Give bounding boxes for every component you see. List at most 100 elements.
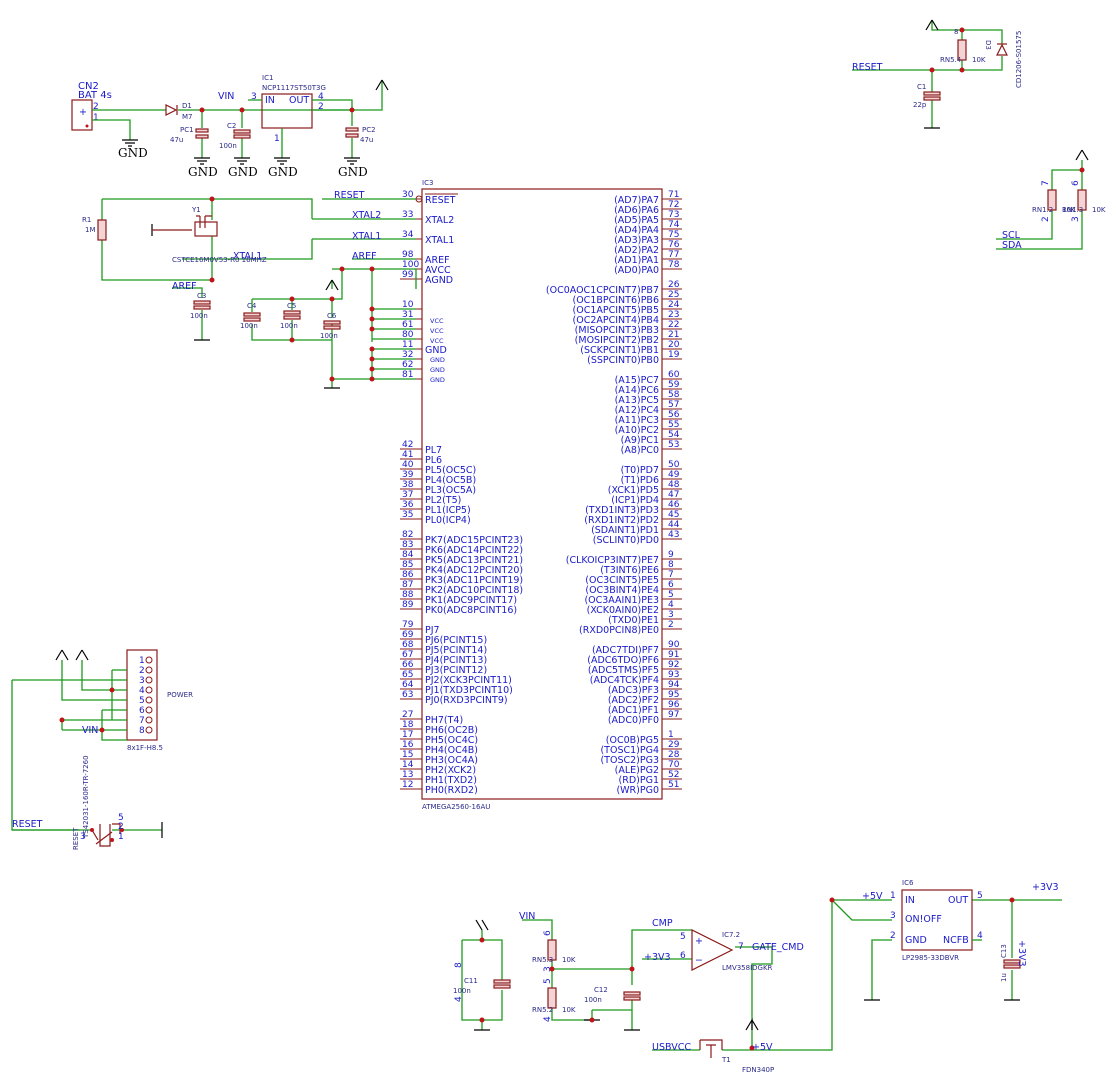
rn1-pin6: 6 (1071, 180, 1081, 186)
ic3-left-pin-name: PK6(ADC14PCINT22) (425, 545, 523, 556)
ic3-right-pin-name: (TOSC2)PG3 (600, 755, 659, 766)
c1-ref: C1 (917, 83, 926, 91)
ic3-left-pin-name: PH4(OC4B) (425, 745, 478, 756)
ic3-left-pin-number: 85 (402, 560, 413, 570)
rn5-4-ref: RN5.4 (940, 56, 962, 64)
rn5-4-pin8: 8 (954, 28, 958, 36)
c5-ref: C5 (287, 302, 296, 310)
ic3-left-pin-number: 81 (402, 370, 413, 380)
ic3-right-pin-number: 93 (668, 670, 679, 680)
ic3-right-pin-number: 51 (668, 780, 679, 790)
ic3-left-pin-name: PL6 (425, 455, 442, 466)
rn-pin5: 5 (543, 978, 553, 984)
rn5-2-resistor (547, 987, 557, 1009)
ic3-right-pin-name: (AD1)PA1 (614, 255, 659, 266)
ic3-right-pin-number: 72 (668, 200, 679, 210)
ic3-right-pin-name: (A9)PC1 (621, 435, 659, 446)
c6-ref: C6 (327, 312, 337, 320)
gnd-label-pc1: GND (188, 165, 218, 179)
ic3-left-pin-number: 13 (402, 770, 413, 780)
vin-label-cmp: VIN (519, 911, 535, 922)
ic3-left-pin-name: PH2(XCK2) (425, 765, 476, 776)
power-header (126, 649, 158, 741)
c6-value: 100n (320, 332, 338, 340)
ic3-left-pin-number: 100 (402, 260, 419, 270)
opamp-value: LMV358IDGKR (722, 964, 773, 972)
ic3-left-pin-name: PH0(RXD2) (425, 785, 478, 796)
ic3-right-pin-name: (ADC5TMS)PF5 (588, 665, 659, 676)
ic3-left-pin-name: PK7(ADC15PCINT23) (425, 535, 523, 546)
ic3-right-pin-name: (OC3BINT4)PE4 (585, 585, 659, 596)
ic3-right-pin-number: 5 (668, 590, 674, 600)
v5-label-t1: +5V (752, 1042, 773, 1053)
ic3-right-pin-name: (RXD1INT2)PD2 (584, 515, 659, 526)
rn1-pin7: 7 (1041, 180, 1051, 186)
ic1-regulator (261, 93, 313, 129)
header-pin-number: 6 (139, 706, 145, 716)
ic3-right-pin-number: 92 (668, 660, 679, 670)
ic3-left-pin-number: 79 (402, 620, 414, 630)
ic3-right-pin-number: 60 (668, 370, 680, 380)
rn5-4-resistor (957, 39, 967, 61)
r1-value: 1M (85, 226, 96, 234)
ic3-left-pin-number: 12 (402, 780, 413, 790)
ic3-left-pin-number: 33 (402, 210, 413, 220)
ic3-left-pin-name: AREF (425, 255, 450, 266)
ic3-value: ATMEGA2560-16AU (422, 803, 490, 811)
c11-ref: C11 (464, 977, 478, 985)
pc2-ref: PC2 (362, 126, 376, 134)
c12-ref: C12 (594, 986, 608, 994)
c13-ref: C13 (1000, 944, 1008, 958)
ic3-right-pin-number: 8 (668, 560, 674, 570)
ic3-right-pin-name: (OC3AAIN1)PE3 (584, 595, 659, 606)
switch-pin3: 3 (80, 832, 86, 842)
ic3-left-pin-number: 69 (402, 630, 414, 640)
ic6-ref: IC6 (902, 879, 914, 887)
ic3-left-pin-name: RESET (425, 195, 456, 206)
v33-label-ldo: +3V3 (1032, 882, 1059, 893)
pc1-value: 47u (170, 136, 183, 144)
ic3-left-pin-number: 61 (402, 320, 413, 330)
ic3-left-pin-number: 30 (402, 190, 414, 200)
ic3-left-pin-number: 31 (402, 310, 413, 320)
ic3-left-pin-number: 86 (402, 570, 414, 580)
switch-pin1: 1 (118, 832, 124, 842)
ic3-left-pin-name: PJ3(PCINT12) (425, 665, 487, 676)
gnd-small-2: GND (430, 366, 445, 374)
ic3-left-pin-number: 40 (402, 460, 414, 470)
ic3-left-pin-number: 66 (402, 660, 414, 670)
c11-pin4: 4 (454, 996, 464, 1002)
ic3-left-pin-number: 10 (402, 300, 414, 310)
header-pin-number: 7 (139, 716, 145, 726)
cn2-connector (71, 99, 93, 131)
ic3-left-pin-number: 67 (402, 650, 413, 660)
ic3-right-pin-number: 9 (668, 550, 674, 560)
pc2-value: 47u (360, 136, 373, 144)
ic3-left-pin-name: AGND (425, 275, 453, 286)
ic3-right-pin-number: 73 (668, 210, 679, 220)
ic3-right-pin-number: 2 (668, 620, 674, 630)
ic3-left-pin-name: PL5(OC5C) (425, 465, 476, 476)
rn1-2-ref: RN1.2 (1032, 206, 1053, 214)
ic3-body (421, 188, 663, 800)
usbvcc-label: USBVCC (652, 1042, 691, 1053)
ic3-right-pin-number: 59 (668, 380, 680, 390)
ic6-pin5: 5 (977, 891, 983, 901)
reset-label-switch: RESET (12, 819, 43, 830)
c12-value: 100n (584, 996, 602, 1004)
ic3-right-pin-name: (A13)PC5 (615, 395, 659, 406)
v5-label-ldo: +5V (862, 891, 883, 902)
reset-label-mid: RESET (334, 190, 365, 201)
ic3-left-pin-name: XTAL2 (425, 215, 454, 226)
ic1-pin2: 2 (318, 102, 324, 112)
comparator-section: + − VIN C11 100n 8 4 RN5.3 10K RN5.2 10K… (453, 897, 1062, 1074)
ic3-right-pin-number: 75 (668, 230, 679, 240)
ic3-left-pin-number: 38 (402, 480, 414, 490)
c11-value: 100n (453, 987, 471, 995)
ic3-right-pin-number: 3 (668, 610, 674, 620)
rn1-2-value: 10K (1062, 206, 1076, 214)
ic3-right-pin-number: 96 (668, 700, 680, 710)
ic3-left-pin-number: 14 (402, 760, 414, 770)
